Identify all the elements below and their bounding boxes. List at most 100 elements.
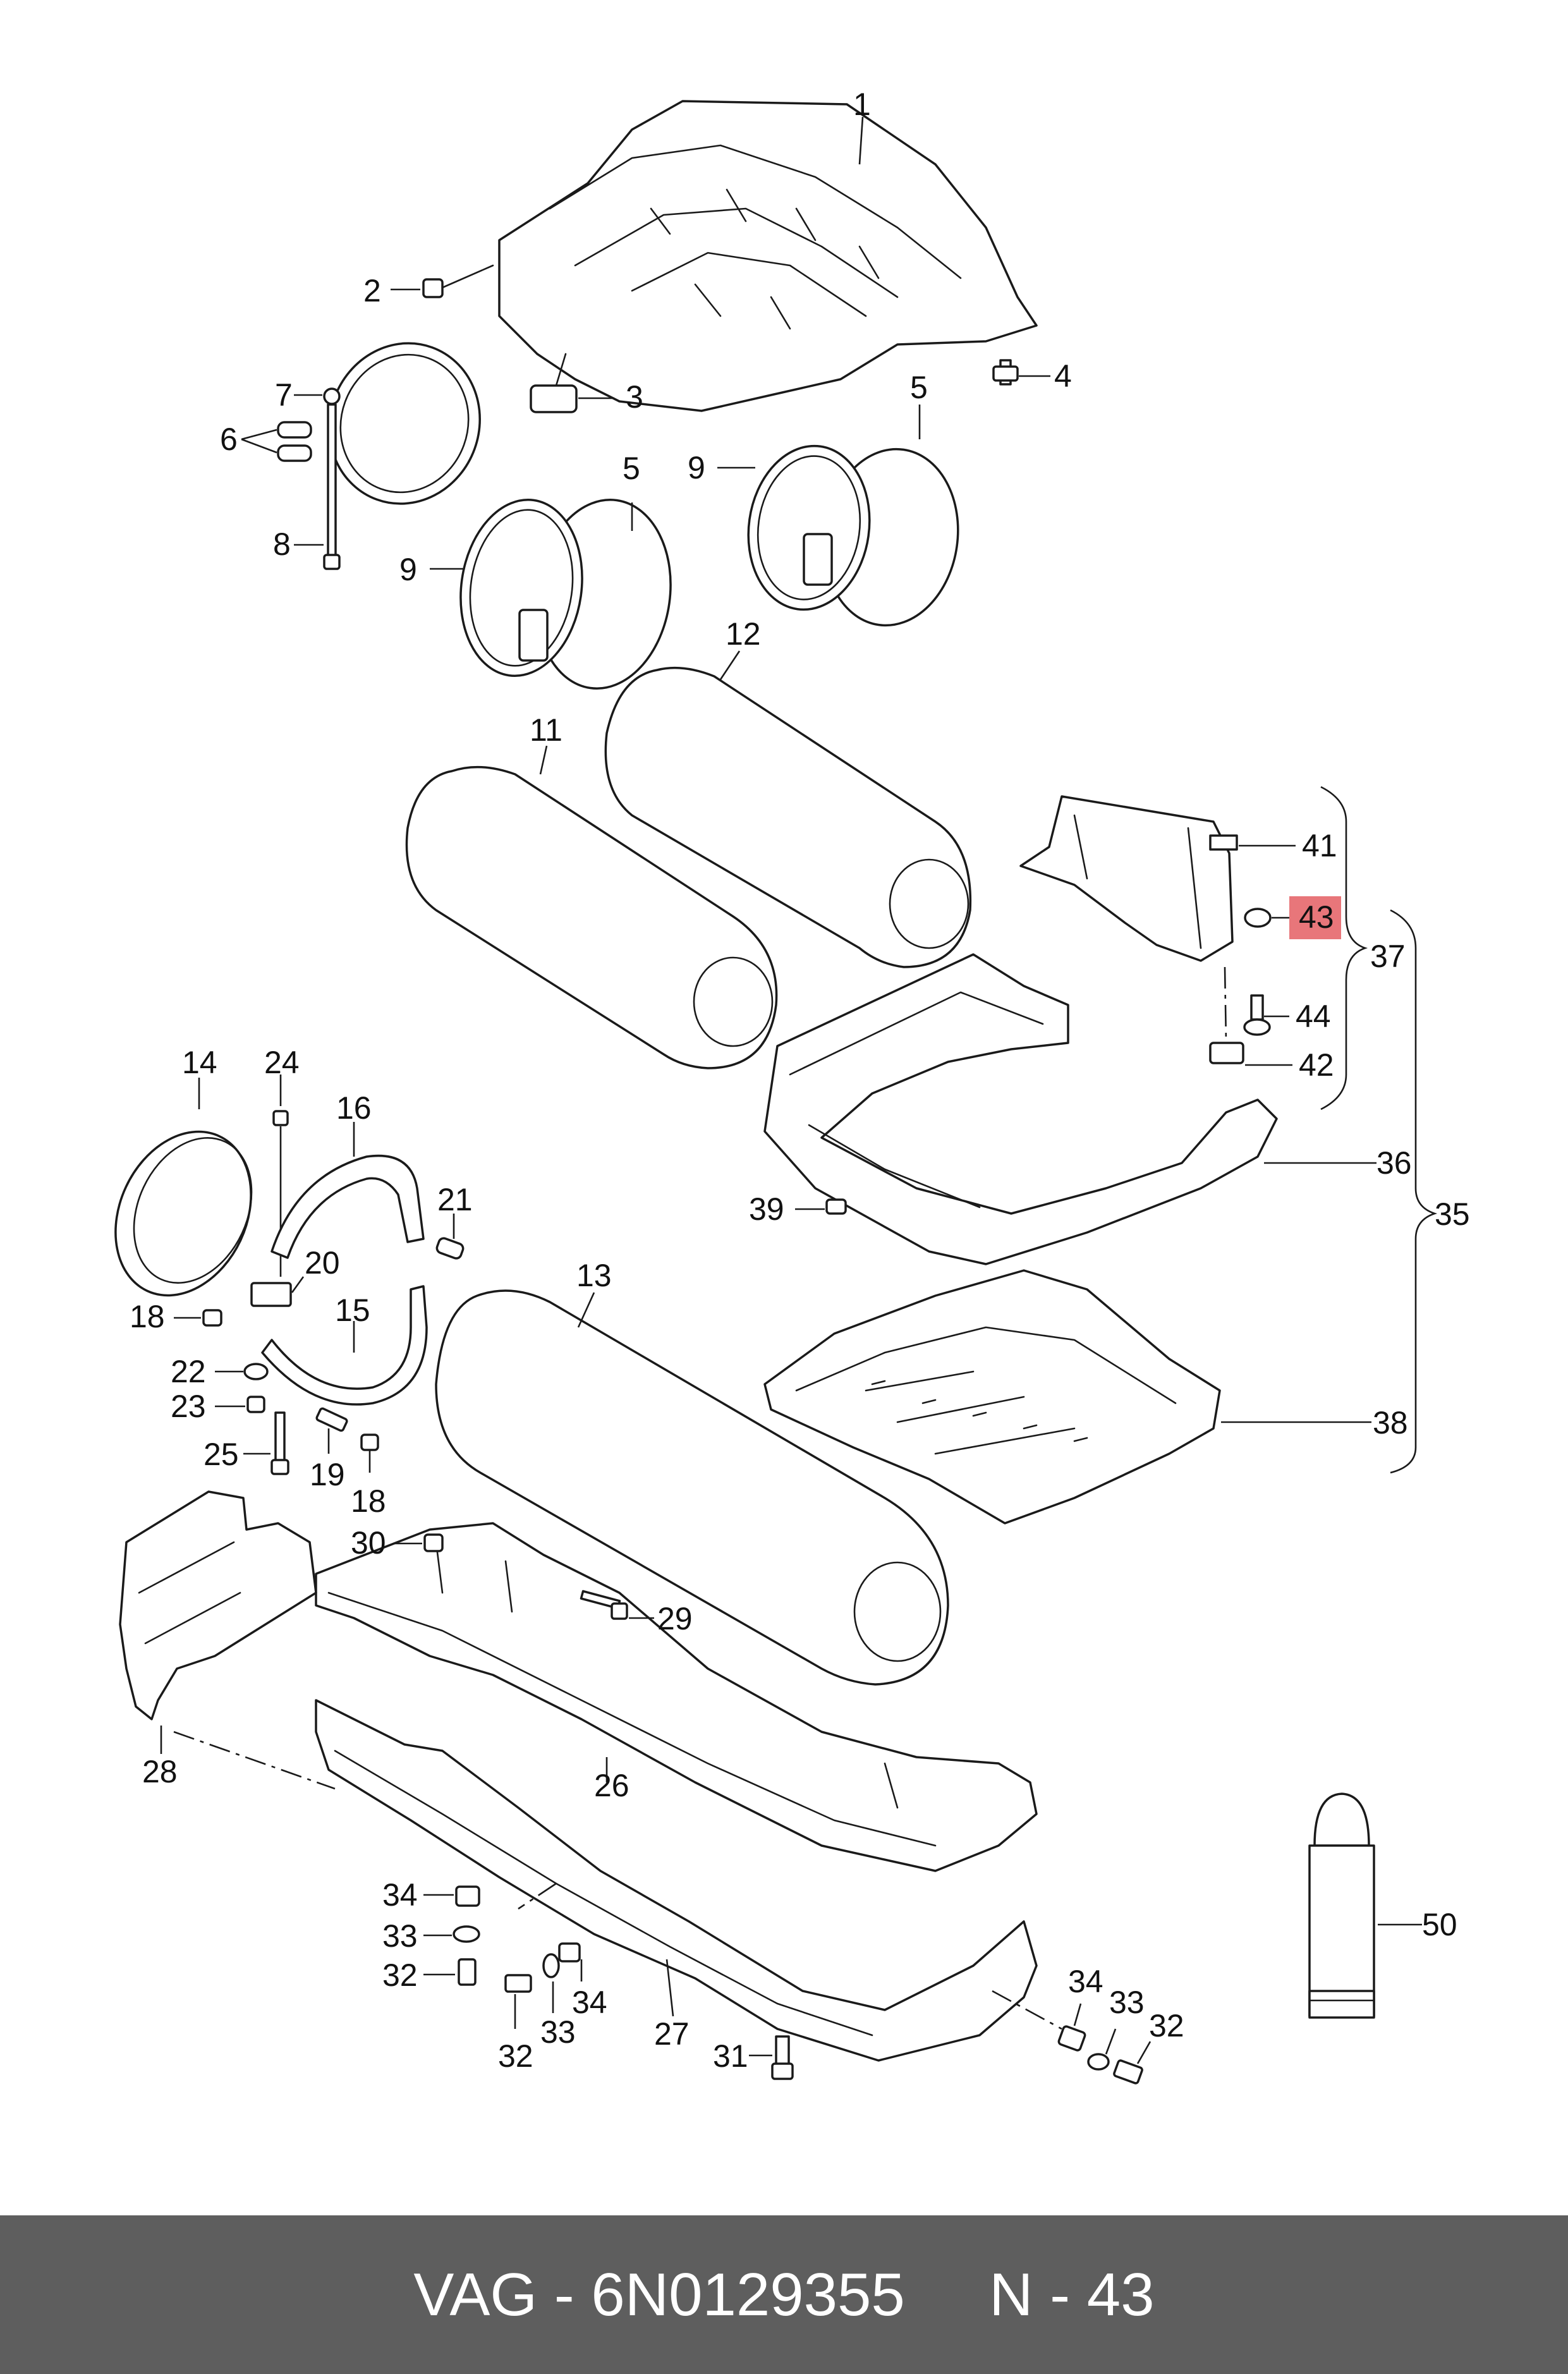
callout-6: 6: [220, 422, 238, 457]
part-1-top-cover: [498, 100, 1038, 412]
callout-41: 41: [1302, 828, 1337, 863]
part-32-bolt-c: [1113, 2059, 1143, 2085]
part-18-screw-a: [202, 1309, 222, 1327]
part-5-clamp-band-right: [747, 444, 959, 627]
callout-34b: 34: [572, 1985, 607, 2020]
part-31-bolt: [771, 2035, 794, 2080]
callout-26: 26: [594, 1768, 629, 1803]
callout-13: 13: [576, 1258, 612, 1293]
callout-3: 3: [626, 379, 643, 415]
callout-31: 31: [713, 2038, 748, 2074]
part-34-bushing-a: [455, 1885, 480, 1907]
callout-25: 25: [204, 1437, 239, 1472]
callout-23: 23: [171, 1389, 206, 1424]
part-14-ring: [114, 1130, 253, 1297]
part-26-subframe: [315, 1522, 1038, 1872]
part-4-bolt: [992, 359, 1019, 386]
footer-bar: VAG - 6N0129355 N - 43: [0, 2215, 1568, 2374]
callout-24: 24: [264, 1045, 300, 1080]
part-41-clip: [1209, 834, 1238, 851]
part-25-bolt: [270, 1411, 289, 1475]
callout-14: 14: [182, 1045, 217, 1080]
callout-9-center: 9: [399, 552, 417, 587]
callout-4: 4: [1054, 358, 1072, 394]
part-38-underbody-shield: [763, 1269, 1221, 1525]
callout-32b: 32: [498, 2038, 533, 2074]
part-19-clip: [315, 1407, 348, 1432]
callout-32a: 32: [382, 1957, 418, 1993]
part-44-bolt: [1243, 994, 1271, 1036]
part-2-clip: [422, 264, 494, 298]
callout-42: 42: [1299, 1047, 1334, 1083]
part-27-lower-shield: [315, 1699, 1038, 2062]
callout-29: 29: [657, 1601, 693, 1636]
exploded-parts-diagram: 1 2 3 4 7 6 8: [114, 87, 1470, 2085]
part-32-bolt-b: [504, 1974, 532, 1993]
callout-30: 30: [351, 1525, 386, 1561]
part-34-bushing-c: [1057, 2025, 1086, 2052]
part-50-aerosol-can: [1308, 1793, 1375, 2019]
part-32-bolt-a: [458, 1958, 477, 1986]
callout-28: 28: [142, 1754, 178, 1789]
part-34-bushing-b: [558, 1942, 581, 1963]
callout-5-center: 5: [623, 451, 640, 486]
part-8-long-bolt: [323, 403, 341, 570]
callout-21: 21: [437, 1182, 473, 1217]
part-43-nut: [1244, 908, 1272, 928]
part-37-bracket-shield: [1019, 795, 1234, 962]
callout-39: 39: [749, 1191, 784, 1227]
footer-part-number: VAG - 6N0129355 N - 43: [413, 2260, 1155, 2328]
callout-27: 27: [654, 2016, 690, 2052]
callout-8: 8: [273, 527, 291, 562]
part-30-nut: [423, 1533, 444, 1552]
part-33-washer-c: [1087, 2053, 1110, 2071]
callout-1: 1: [853, 87, 871, 122]
callout-33a: 33: [382, 1918, 418, 1954]
callout-22: 22: [171, 1354, 206, 1389]
callout-15: 15: [335, 1293, 370, 1328]
callout-20: 20: [305, 1245, 340, 1281]
callout-32c: 32: [1149, 2008, 1184, 2043]
part-15-strap: [261, 1285, 428, 1406]
callout-44: 44: [1296, 999, 1331, 1034]
callout-12: 12: [726, 616, 761, 652]
part-36-heat-shield-frame: [763, 953, 1278, 1265]
callout-33c: 33: [1109, 1985, 1145, 2020]
part-20-bracket: [250, 1282, 292, 1307]
callout-43: 43: [1299, 899, 1334, 935]
callout-18a: 18: [130, 1299, 165, 1334]
callout-16: 16: [336, 1090, 372, 1126]
part-29-bolt: [580, 1590, 628, 1620]
callout-35: 35: [1435, 1196, 1470, 1232]
part-21-pin: [435, 1237, 465, 1260]
part-3-sensor: [530, 353, 578, 413]
callout-2: 2: [363, 273, 381, 308]
part-33-washer-a: [453, 1925, 480, 1943]
part-5-clamp-band-center: [459, 498, 672, 690]
part-6-spacers: [277, 421, 312, 462]
callout-34c: 34: [1068, 1964, 1103, 1999]
callout-50: 50: [1422, 1907, 1457, 1942]
part-33-washer-b: [542, 1953, 560, 1978]
part-7-nut: [323, 387, 341, 405]
callout-38: 38: [1373, 1405, 1408, 1440]
callout-11: 11: [530, 712, 562, 748]
part-12-gas-tank: [604, 666, 972, 968]
callout-7: 7: [275, 377, 293, 413]
part-39-nut: [825, 1198, 847, 1215]
part-23-nut: [246, 1396, 265, 1413]
part-28-side-shield: [119, 1490, 317, 1720]
callout-18b: 18: [351, 1483, 386, 1519]
callout-34a: 34: [382, 1877, 418, 1913]
callout-9-right: 9: [688, 450, 705, 485]
callout-37: 37: [1370, 939, 1406, 974]
part-16-strap: [270, 1154, 425, 1259]
part-42-mount: [1209, 1042, 1244, 1064]
callout-33b: 33: [540, 2014, 576, 2050]
callout-5-right: 5: [910, 370, 928, 405]
part-24-nut: [272, 1110, 289, 1277]
part-18-screw-b: [360, 1434, 379, 1451]
part-11-gas-tank: [405, 765, 778, 1069]
highlight-43: [1289, 896, 1341, 939]
callout-36: 36: [1377, 1145, 1412, 1181]
